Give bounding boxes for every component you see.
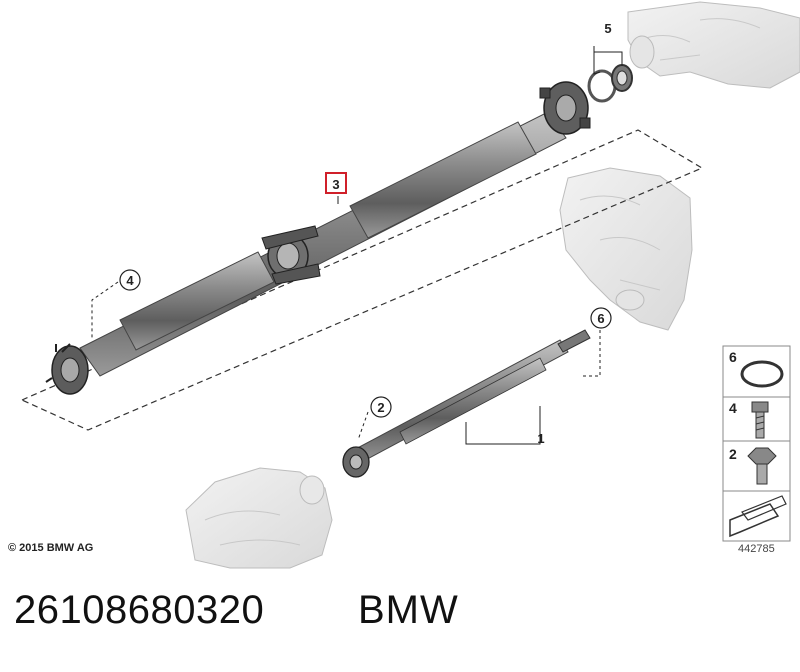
svg-text:5: 5 — [604, 21, 611, 36]
svg-text:1: 1 — [537, 431, 544, 446]
rear-differential-ghost — [627, 1, 800, 89]
drawing-number: 442785 — [738, 543, 775, 555]
caption-bar: 26108680320 BMW — [0, 588, 800, 658]
svg-text:2: 2 — [377, 400, 384, 415]
legend-item-bolt: 4 — [729, 400, 769, 439]
callout-2: 2 — [370, 396, 392, 418]
svg-text:4: 4 — [729, 400, 737, 416]
callout-3-highlighted: 3 — [325, 172, 347, 194]
svg-text:6: 6 — [597, 311, 604, 326]
legend-item-arrow — [729, 495, 787, 538]
front-differential-ghost — [185, 467, 333, 569]
front-universal-joint — [342, 446, 370, 478]
parts-legend: 6 4 2 — [722, 345, 791, 542]
front-propeller-shaft — [342, 329, 591, 478]
part-number: 26108680320 — [14, 588, 265, 632]
bolt-icon — [751, 401, 769, 439]
transfer-case-ghost — [559, 167, 693, 331]
shaft-seal-set — [587, 64, 633, 103]
center-bearing — [261, 225, 321, 285]
hex-nut-icon — [747, 447, 777, 485]
rear-flange — [539, 81, 591, 135]
legend-item-seal-ring: 6 — [729, 349, 784, 388]
svg-text:3: 3 — [332, 177, 339, 192]
callout-5: 5 — [604, 21, 611, 36]
callout-4: 4 — [119, 269, 141, 291]
callout-1: 1 — [537, 431, 544, 446]
callout-leaders — [91, 46, 623, 445]
rear-propeller-shaft — [45, 81, 591, 395]
svg-text:2: 2 — [729, 446, 737, 462]
svg-text:6: 6 — [729, 349, 737, 365]
driveshaft-parts-diagram: 5 3 4 6 2 1 6 4 — [20, 1, 800, 569]
copyright-notice: © 2015 BMW AG — [8, 542, 94, 554]
legend-item-nut: 2 — [729, 446, 777, 485]
svg-text:4: 4 — [126, 273, 134, 288]
callout-6: 6 — [590, 307, 612, 329]
brand-name: BMW — [358, 588, 459, 632]
seal-ring-icon — [740, 360, 784, 388]
front-flange — [45, 343, 89, 395]
